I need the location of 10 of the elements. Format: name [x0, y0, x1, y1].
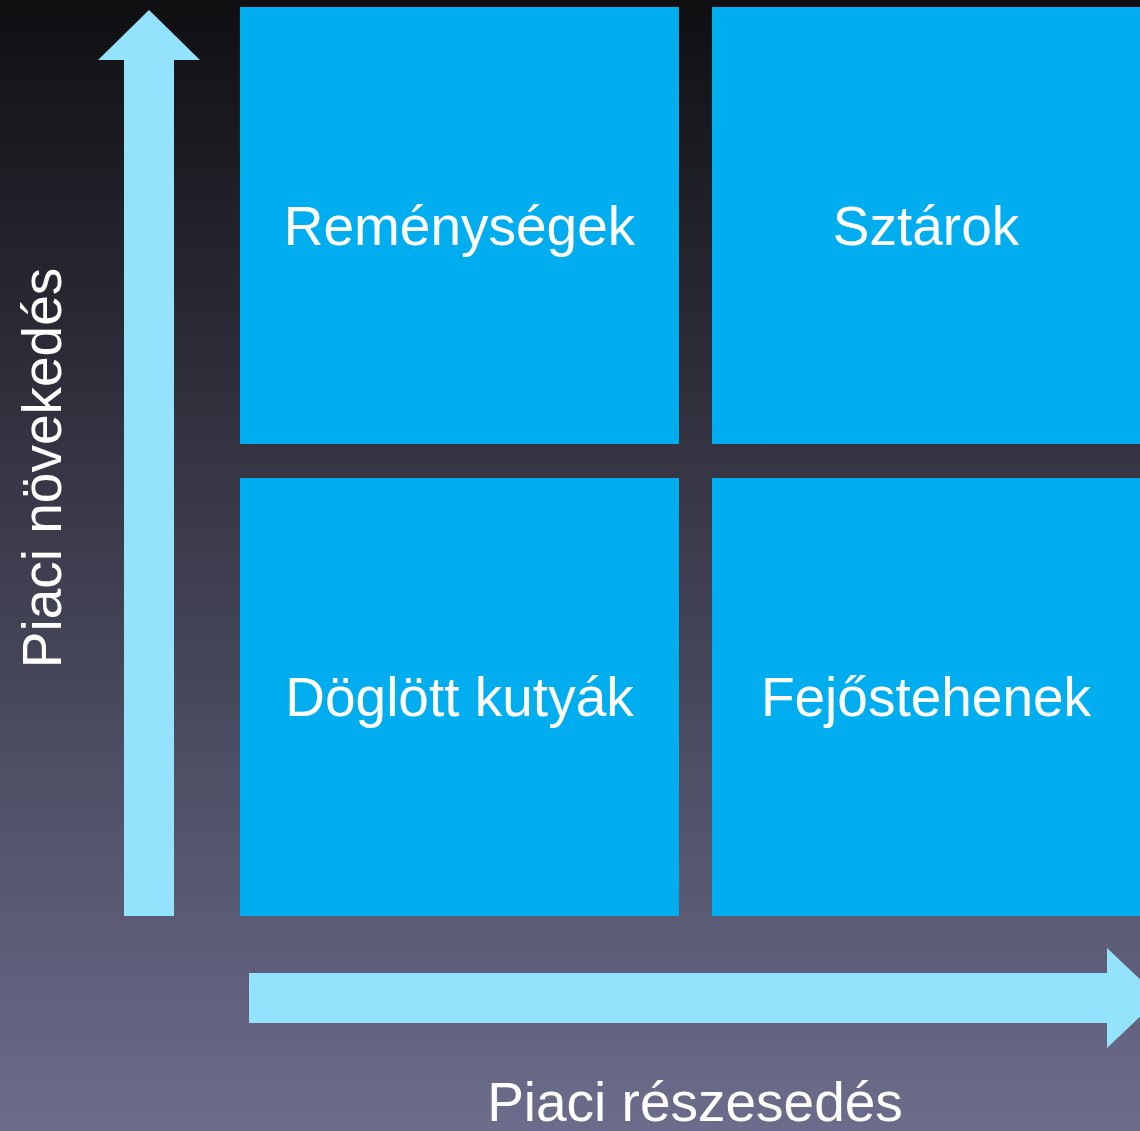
quadrant-label: Fejőstehenek [760, 665, 1092, 729]
axis-label: Piaci növekedés [10, 267, 74, 669]
quadrant-label: Reménységek [283, 193, 636, 258]
quadrant-box [240, 7, 679, 444]
quadrant-box [712, 7, 1140, 444]
quadrant-box [712, 478, 1140, 916]
quadrant-box [240, 478, 679, 916]
quadrant-label: Sztárok [832, 193, 1020, 258]
quadrant-label: Döglött kutyák [285, 665, 634, 729]
axis-label: Piaci részesedés [487, 1070, 903, 1131]
